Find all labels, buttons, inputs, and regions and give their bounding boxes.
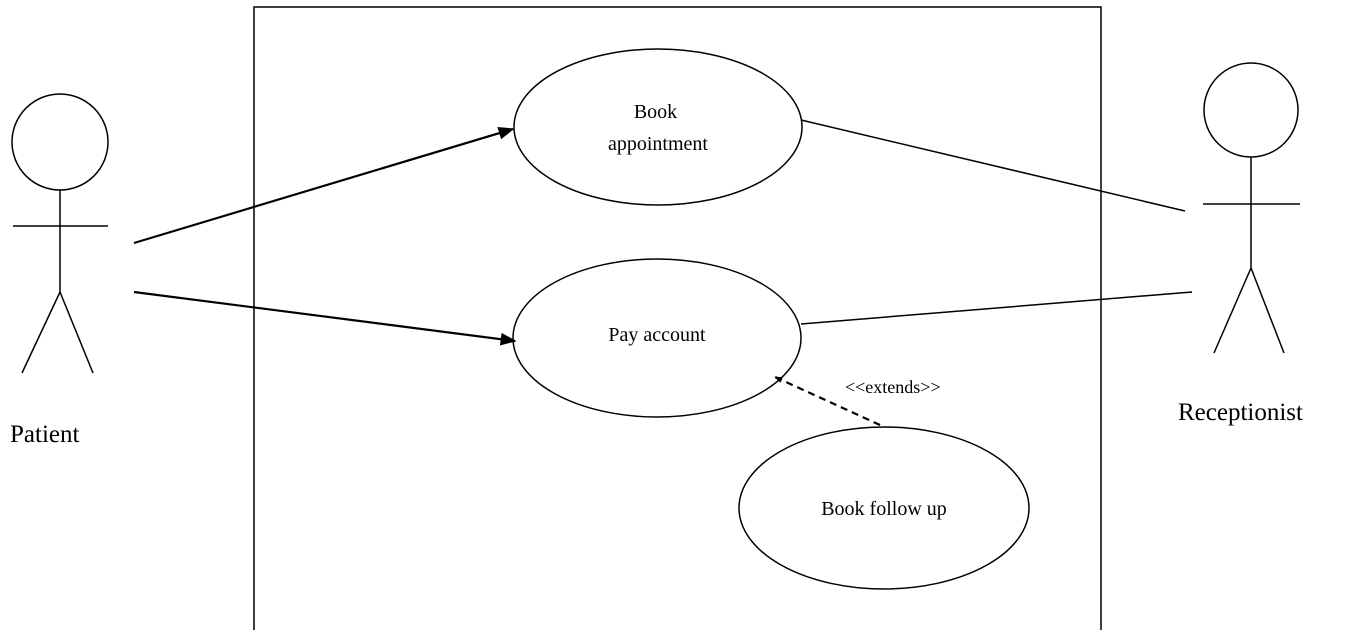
extends-relationship (774, 375, 881, 427)
actor-patient-label: Patient (10, 421, 79, 448)
system-boundary (253, 6, 1102, 630)
use-case-book-appointment-line1: Book (634, 101, 677, 123)
patient-stick-figure-icon (11, 93, 109, 374)
use-case-book-appointment: Book appointment (513, 48, 803, 206)
use-case-pay-account: Pay account (512, 258, 802, 418)
extends-label: <<extends>> (845, 377, 941, 397)
use-case-book-follow-up: Book follow up (738, 426, 1030, 590)
receptionist-stick-figure-icon (1203, 62, 1300, 354)
use-case-book-follow-up-label: Book follow up (821, 498, 947, 520)
association-patient-pay-account (133, 290, 517, 346)
association-receptionist-book-appointment (800, 119, 1186, 212)
association-receptionist-pay-account (800, 291, 1193, 325)
association-patient-book-appointment (133, 127, 515, 245)
actor-receptionist-label: Receptionist (1178, 399, 1303, 426)
use-case-book-appointment-label: Book appointment (608, 101, 708, 155)
use-case-book-appointment-line2: appointment (608, 133, 708, 155)
actor-patient: Patient (10, 93, 109, 448)
use-case-pay-account-label: Pay account (608, 324, 706, 346)
actor-receptionist: Receptionist (1178, 62, 1303, 426)
